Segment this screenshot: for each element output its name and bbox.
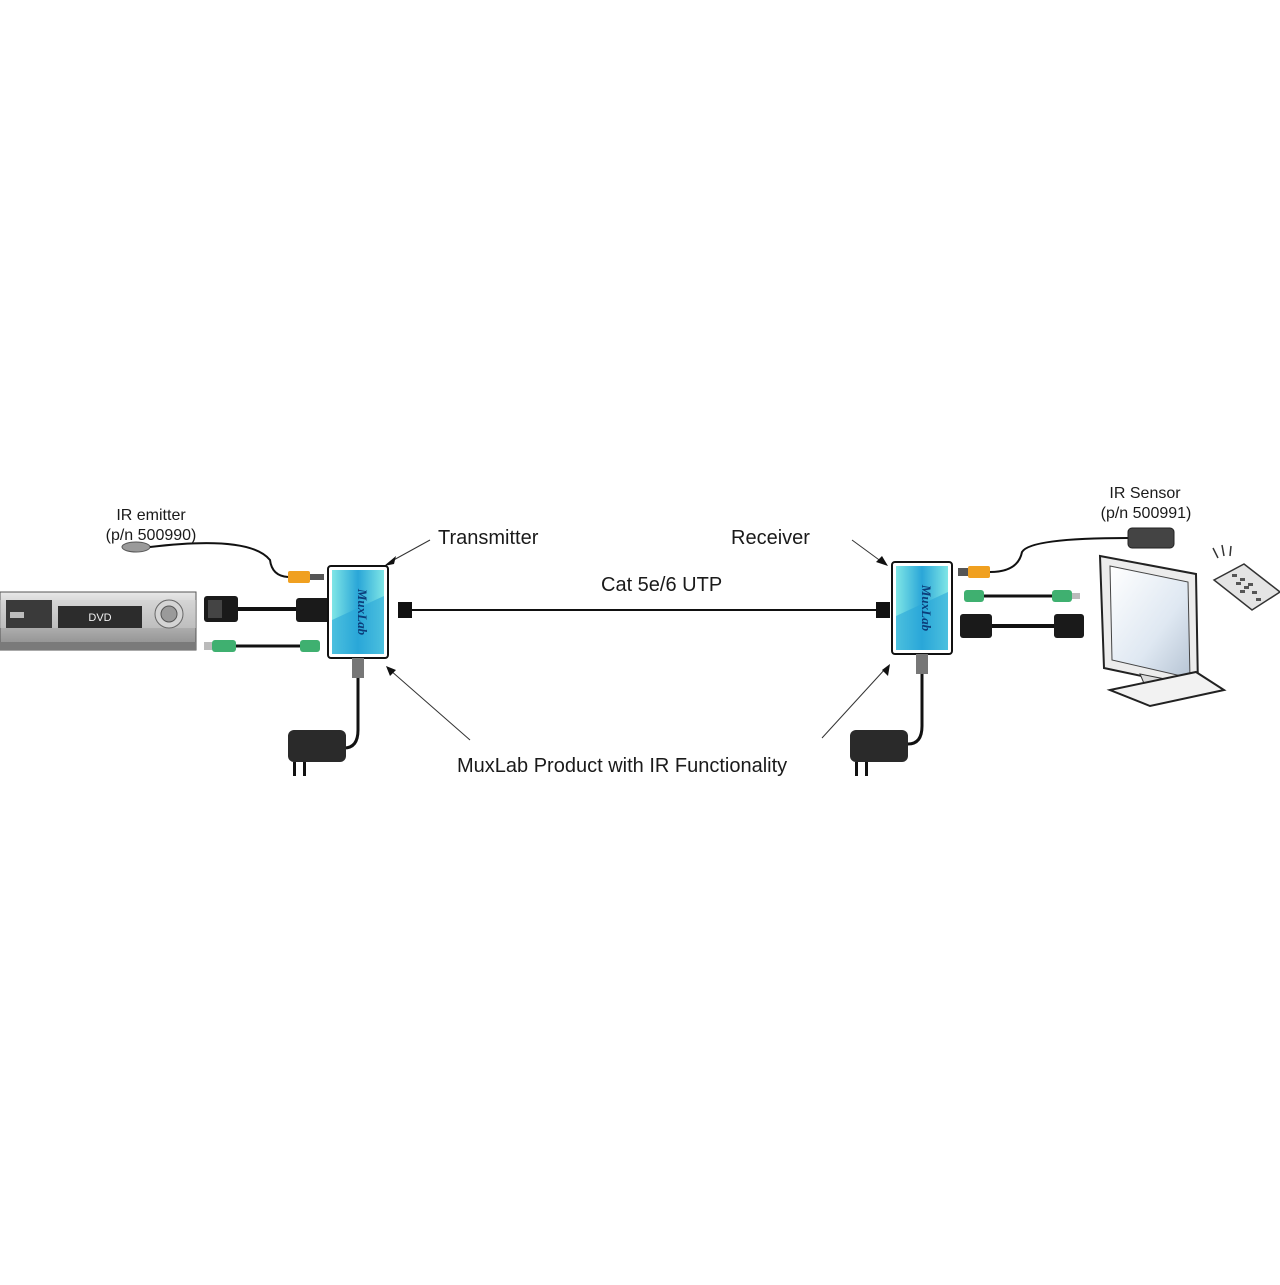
receiver-pointer-arrow: [851, 539, 888, 566]
cable-label: Cat 5e/6 UTP: [601, 574, 723, 596]
cat5-cable: [398, 602, 890, 618]
transmitter-unit: [327, 565, 389, 678]
transmitter-label: Transmitter: [438, 527, 539, 549]
transmitter-pointer-arrow: [384, 539, 431, 566]
left-audio-cable: [204, 640, 320, 652]
ir-emitter-part-number: (p/n 500990): [105, 527, 197, 544]
caption-pointer-left: [386, 666, 471, 741]
dvd-label: DVD: [88, 612, 111, 624]
ir-sensor-part-number: (p/n 500991): [1100, 505, 1192, 522]
monitor: [1098, 554, 1227, 708]
left-video-cable: [204, 596, 330, 622]
ir-emitter-cable: [121, 541, 324, 583]
receiver-brand: MuxLab: [919, 584, 934, 632]
ir-sensor-label: IR Sensor: [1109, 485, 1181, 502]
ir-sensor-cable: [958, 527, 1175, 578]
product-caption: MuxLab Product with IR Functionality: [457, 755, 788, 777]
receiver-unit: [891, 561, 953, 674]
dvd-player: [0, 591, 197, 651]
right-video-cable: [960, 614, 1084, 638]
ir-emitter-label: IR emitter: [116, 507, 186, 524]
right-power-adapter: [850, 674, 924, 776]
caption-pointer-right: [821, 664, 890, 739]
right-audio-cable: [964, 590, 1080, 602]
receiver-label: Receiver: [731, 527, 810, 549]
left-power-adapter: [288, 678, 360, 776]
remote-control: [1212, 544, 1280, 611]
transmitter-brand: MuxLab: [355, 588, 370, 636]
